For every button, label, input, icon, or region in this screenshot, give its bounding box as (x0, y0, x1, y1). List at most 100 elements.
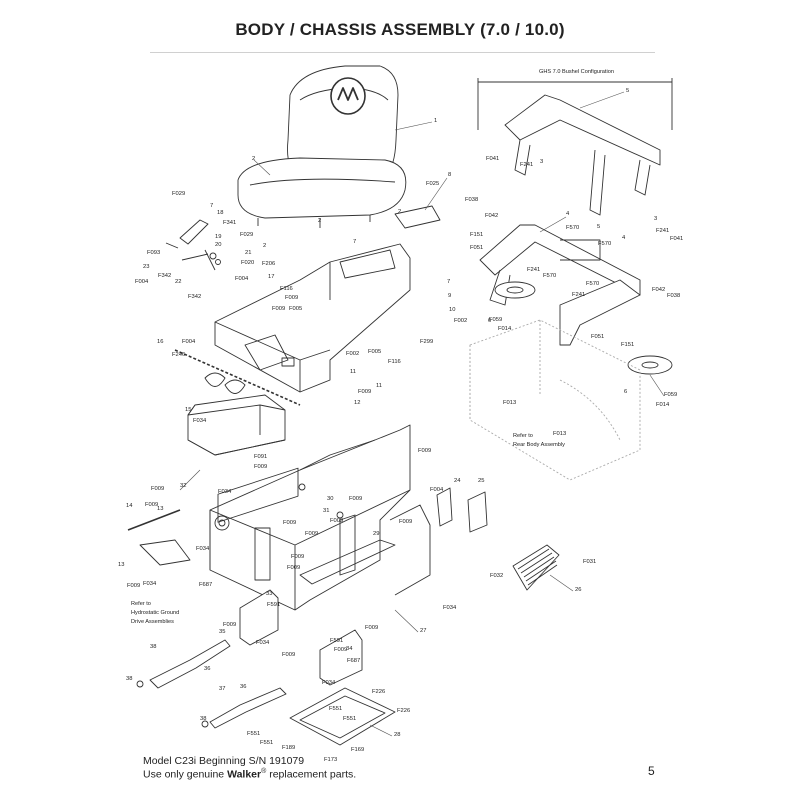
note-ghs-config: GHS 7.0 Bushel Configuration (539, 69, 614, 75)
part-callout: 16 (157, 339, 163, 345)
part-callout: F093 (147, 250, 160, 256)
part-callout: F038 (667, 293, 680, 299)
part-callout: F034 (143, 581, 157, 587)
note-hydro-3: Drive Assemblies (131, 619, 174, 625)
part-callout: F042 (652, 287, 665, 293)
ghs-frame (477, 78, 673, 216)
part-callout: 18 (217, 210, 223, 216)
part-callout: 7 (210, 203, 213, 209)
part-callout: 3 (654, 216, 657, 222)
part-callout: 2 (398, 209, 401, 215)
seat (237, 65, 407, 219)
part-callout: F687 (199, 582, 212, 588)
part-callout: F241 (656, 228, 669, 234)
part-callout: 27 (420, 628, 426, 634)
part-callout: F591 (267, 602, 280, 608)
part-callout: 5 (626, 88, 629, 94)
header-rule (150, 52, 655, 53)
part-callout: F009 (145, 502, 158, 508)
part-callout: 38 (126, 676, 132, 682)
part-callout: F009 (254, 464, 267, 470)
footer-use-prefix: Use only genuine (143, 768, 228, 781)
part-callout: 2 (252, 156, 255, 162)
part-callout: 20 (215, 242, 221, 248)
part-callout: F009 (287, 565, 300, 571)
part-callout: F009 (151, 486, 164, 492)
footer-use-line: Use only genuine Walker® replacement par… (143, 768, 356, 781)
part-callout: F189 (282, 745, 295, 751)
part-callout: F042 (485, 213, 498, 219)
footer-use-suffix: replacement parts. (266, 768, 357, 781)
part-callout: 36 (240, 684, 246, 690)
part-callout: 17 (268, 274, 274, 280)
part-callout: F226 (397, 708, 410, 714)
part-callout: 7 (447, 279, 450, 285)
part-callout: 4 (566, 211, 570, 217)
part-callout: 19 (215, 234, 221, 240)
part-callout: 23 (143, 264, 149, 270)
part-callout: F551 (247, 731, 260, 737)
part-callout: F169 (351, 747, 364, 753)
part-callout: 26 (575, 587, 581, 593)
part-callout: 25 (478, 478, 484, 484)
part-callout: F687 (347, 658, 360, 664)
part-callout: F009 (349, 496, 362, 502)
part-callout: 14 (126, 503, 133, 509)
part-callout: F034 (196, 546, 210, 552)
part-callout: F041 (486, 156, 499, 162)
part-callout: F551 (260, 740, 273, 746)
part-callout: 6 (624, 389, 627, 395)
part-callout: F151 (470, 232, 483, 238)
part-callout: F009 (127, 583, 140, 589)
part-callout: F241 (527, 267, 540, 273)
part-callout: F009 (285, 295, 298, 301)
part-callout: 34 (346, 646, 353, 652)
part-callout: F025 (426, 181, 439, 187)
part-callout: 2 (318, 218, 321, 224)
note-hydro-1: Refer to (131, 601, 151, 607)
part-callout: F009 (330, 518, 343, 524)
part-callout: F299 (420, 339, 433, 345)
part-callout: F034 (443, 605, 457, 611)
part-callout: F241 (572, 292, 585, 298)
part-callout: F029 (172, 191, 185, 197)
part-callout: F116 (280, 286, 293, 292)
part-callout: 32 (180, 483, 186, 489)
part-callout: 29 (373, 531, 379, 537)
part-callout: F034 (256, 640, 270, 646)
part-callout: 1 (434, 118, 437, 124)
part-callout: F038 (465, 197, 478, 203)
part-callout: F051 (591, 334, 604, 340)
part-callout: F551 (329, 706, 342, 712)
part-callout: 28 (394, 732, 400, 738)
part-callout: F009 (305, 531, 318, 537)
part-callout: 38 (150, 644, 156, 650)
main-chassis (209, 424, 431, 611)
part-callout: F091 (254, 454, 267, 460)
note-hydro-2: Hydrostatic Ground (131, 610, 179, 616)
part-callout: F241 (520, 162, 533, 168)
part-callout: F116 (388, 359, 401, 365)
part-callout: F032 (490, 573, 503, 579)
part-callout: F342 (188, 294, 201, 300)
part-callout: F034 (193, 418, 207, 424)
part-callout: F009 (291, 554, 304, 560)
part-callout: 6 (488, 318, 491, 324)
note-rear-body-2: Rear Body Assembly (513, 442, 565, 448)
part-callout: F009 (283, 520, 296, 526)
part-callout: F034 (218, 489, 232, 495)
part-callout: 35 (219, 629, 225, 635)
part-callout: F551 (343, 716, 356, 722)
part-callout: F041 (670, 236, 683, 242)
part-callout: F059 (489, 317, 502, 323)
part-callout: 7 (353, 239, 356, 245)
part-callout: F031 (583, 559, 596, 565)
part-callout: F009 (282, 652, 295, 658)
part-callout: F005 (289, 306, 302, 312)
footer-model-line: Model C23i Beginning S/N 191079 (143, 755, 305, 767)
part-callout: 15 (185, 407, 191, 413)
footer-brand: Walker (227, 768, 262, 781)
part-callout: 11 (350, 369, 356, 375)
part-callout: F342 (158, 273, 171, 279)
part-callout: 36 (204, 666, 210, 672)
